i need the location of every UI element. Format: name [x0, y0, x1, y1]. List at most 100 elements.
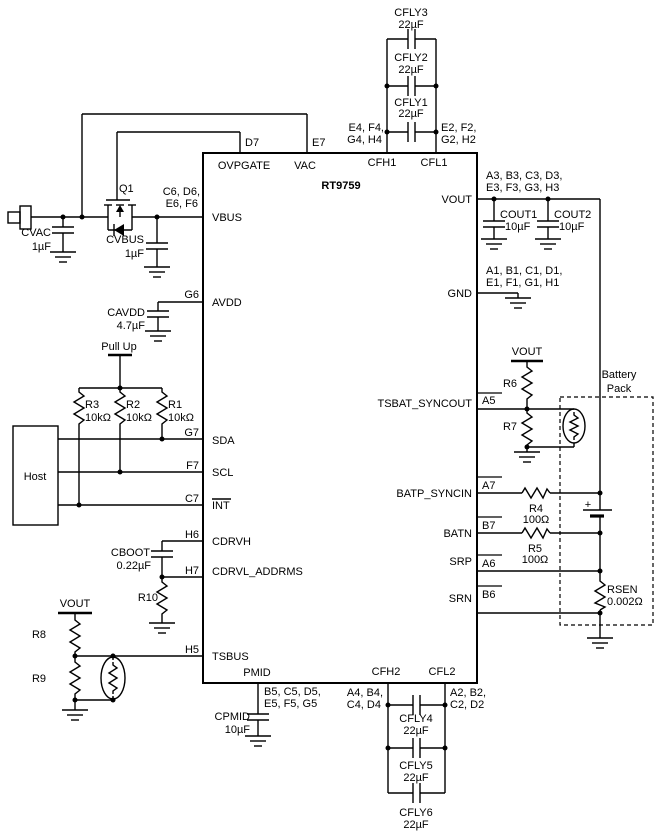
label-r5-value: 100Ω — [522, 554, 549, 566]
des-h5: H5 — [185, 644, 199, 656]
battery-pack-outline — [559, 396, 654, 626]
label-cfly4-value: 22µF — [403, 725, 429, 737]
pin-label-vbus: VBUS — [212, 212, 242, 224]
cap-cfly4: CFLY4 22µF — [388, 695, 445, 737]
ic-outline — [202, 152, 478, 684]
resistor-r1: R1 10kΩ — [155, 388, 194, 439]
des-c7: C7 — [185, 493, 199, 505]
pin-label-vac: VAC — [294, 160, 316, 172]
cap-cfly2: CFLY2 22µF — [387, 52, 436, 96]
des-vout-1: A3, B3, C3, D3, — [486, 170, 562, 182]
des-a7: A7 — [482, 480, 495, 492]
label-vout-right: VOUT — [512, 346, 543, 358]
label-cboot-ref: CBOOT — [111, 547, 150, 559]
label-r2-value: 10kΩ — [126, 412, 152, 424]
des-pmid-1: B5, C5, D5, — [264, 686, 321, 698]
cap-cfly5: CFLY5 22µF — [388, 738, 445, 784]
label-r4-value: 100Ω — [523, 514, 550, 526]
resistor-r8 — [68, 613, 82, 656]
pin-label-pmid: PMID — [243, 667, 271, 679]
label-cfly4-ref: CFLY4 — [399, 713, 432, 725]
label-rsen-value: 0.002Ω — [607, 596, 643, 608]
pin-label-batp-syncin: BATP_SYNCIN — [396, 488, 472, 500]
des-cfh2-2: C4, D4 — [347, 699, 381, 711]
label-cvac-ref: CVAC — [21, 227, 51, 239]
resistor-r7 — [520, 409, 534, 447]
des-a6: A6 — [482, 558, 495, 570]
label-r1-ref: R1 — [168, 399, 182, 411]
label-battery-plus: + — [585, 499, 591, 511]
pin-designators: D7 E7 E4, F4, G4, H4 E2, F2, G2, H2 C6, … — [163, 122, 563, 711]
battery-pack: Battery Pack + — [559, 369, 654, 649]
label-r7-ref: R7 — [503, 421, 517, 433]
label-cboot-value: 0.22µF — [117, 560, 152, 572]
pin-label-cfl1: CFL1 — [421, 157, 448, 169]
resistor-r3: R3 10kΩ — [72, 388, 111, 505]
label-battery-line1: Battery — [602, 369, 637, 381]
tsbus-divider: VOUT R8 R9 — [32, 598, 126, 721]
label-cfly5-value: 22µF — [403, 772, 429, 784]
label-cout2-value: 10µF — [559, 221, 585, 233]
des-e7: E7 — [312, 137, 325, 149]
pin-label-cfh2: CFH2 — [372, 666, 401, 678]
pin-label-cfl2: CFL2 — [429, 666, 456, 678]
pin-label-batn: BATN — [443, 528, 472, 540]
host-outline — [12, 425, 59, 526]
wire-segments — [31, 39, 601, 793]
des-d7: D7 — [245, 137, 259, 149]
des-cfl2-2: C2, D2 — [450, 699, 484, 711]
pin-label-tsbus: TSBUS — [212, 651, 249, 663]
label-r6-ref: R6 — [503, 378, 517, 390]
pin-label-int: INT — [212, 500, 230, 512]
pin-label-tsbat-syncout: TSBAT_SYNCOUT — [377, 398, 472, 410]
cap-cout2: COUT2 10µF — [535, 199, 591, 250]
des-b7: B7 — [482, 520, 495, 532]
cap-cfly6: CFLY6 22µF — [388, 783, 445, 831]
label-r1-value: 10kΩ — [168, 412, 194, 424]
label-cfly5-ref: CFLY5 — [399, 760, 432, 772]
resistor-rsen: RSEN 0.002Ω — [593, 577, 643, 611]
host-block: Host — [12, 425, 59, 526]
label-q1-ref: Q1 — [119, 183, 134, 195]
label-r3-value: 10kΩ — [85, 412, 111, 424]
label-cavdd-value: 4.7µF — [117, 320, 146, 332]
des-pmid-2: E5, F5, G5 — [264, 698, 317, 710]
des-vbus-1: C6, D6, — [163, 186, 200, 198]
resistor-r4: R4 100Ω — [521, 486, 551, 526]
des-f7: F7 — [186, 460, 199, 472]
pullup-rail: Pull Up — [101, 341, 137, 357]
pin-label-gnd: GND — [448, 288, 473, 300]
label-cfly3-ref: CFLY3 — [394, 7, 427, 19]
label-host: Host — [24, 471, 47, 483]
resistor-r6 — [520, 361, 534, 409]
label-vout-left: VOUT — [60, 598, 91, 610]
des-cfh1-2: G4, H4 — [347, 134, 382, 146]
des-cfl2-1: A2, B2, — [450, 687, 486, 699]
ic-rt9759: RT9759 OVPGATE VAC CFH1 CFL1 VBUS AVDD S… — [202, 152, 478, 684]
cap-cvbus: CVBUS 1µF — [106, 217, 170, 278]
pin-label-cfh1: CFH1 — [368, 157, 397, 169]
label-cavdd-ref: CAVDD — [107, 307, 145, 319]
des-gnd-2: E1, F1, G1, H1 — [486, 277, 559, 289]
des-g6: G6 — [184, 289, 199, 301]
gnd-pin-ground — [505, 293, 531, 309]
des-cfl1-2: G2, H2 — [441, 134, 476, 146]
des-b6: B6 — [482, 589, 495, 601]
label-cout2-ref: COUT2 — [554, 209, 591, 221]
resistor-r5: R5 100Ω — [521, 526, 551, 566]
label-cfly6-ref: CFLY6 — [399, 807, 432, 819]
label-cvbus-value: 1µF — [125, 248, 144, 260]
q1-mosfet: Q1 — [104, 183, 136, 236]
junction-dots — [60, 83, 603, 751]
label-cout1-value: 10µF — [505, 221, 531, 233]
label-r8-ref: R8 — [32, 629, 46, 641]
label-cfly1-ref: CFLY1 — [394, 97, 427, 109]
cap-cout1: COUT1 10µF — [481, 199, 537, 250]
ic-part-number: RT9759 — [321, 180, 360, 192]
q1-body-arrow — [116, 205, 124, 212]
label-cpmid-value: 10µF — [225, 724, 251, 736]
input-connector — [7, 205, 32, 230]
resistor-r9 — [68, 656, 82, 700]
